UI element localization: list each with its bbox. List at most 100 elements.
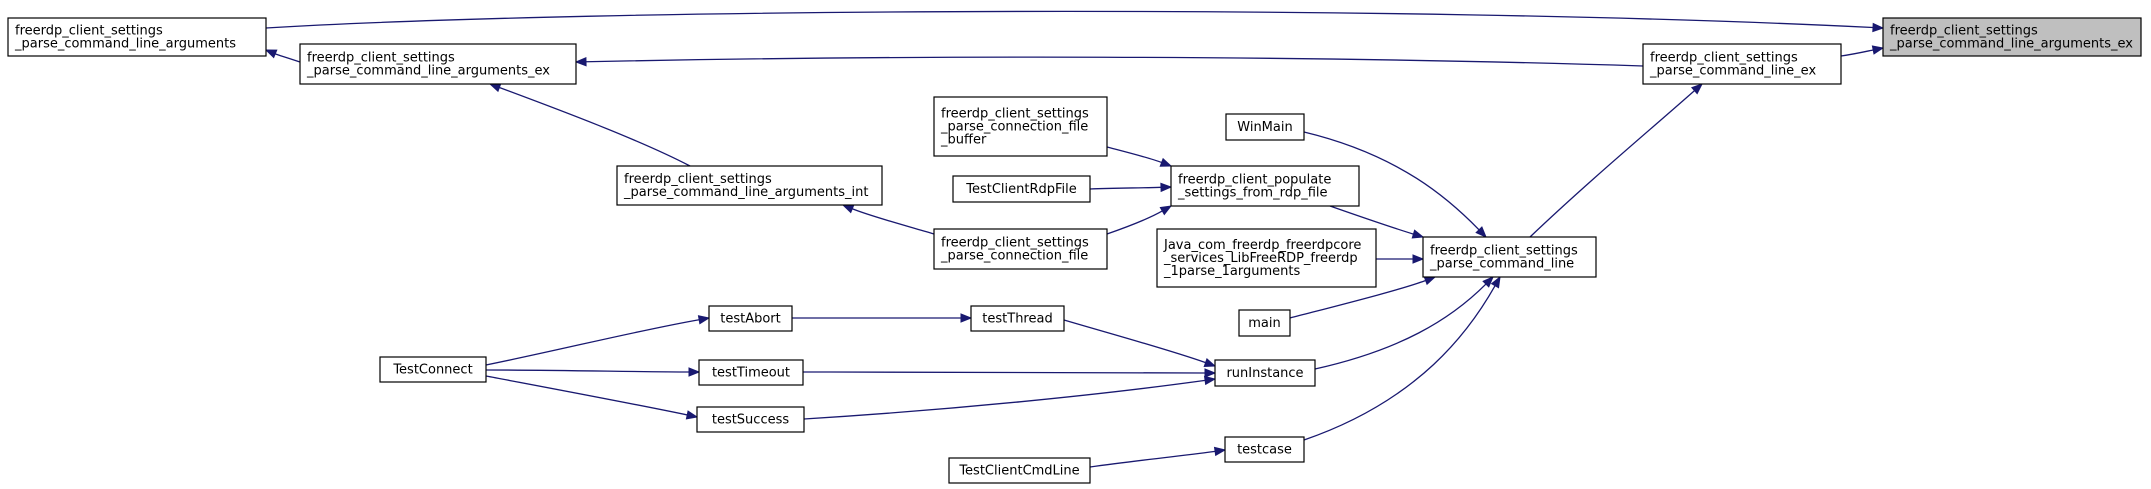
node-label-line: freerdp_client_settings (307, 51, 455, 66)
node-label-line: freerdp_client_settings (941, 107, 1089, 122)
node-box (379, 356, 487, 383)
node-box (1225, 113, 1305, 141)
node-box (1214, 359, 1316, 387)
node-testsuccess[interactable]: testSuccess (696, 406, 805, 433)
node-box (1422, 236, 1597, 278)
node-label-line: _parse_command_line_ex (1649, 64, 1816, 79)
node-target[interactable]: freerdp_client_settings_parse_command_li… (1882, 17, 2142, 57)
node-label-line: TestConnect (392, 363, 472, 378)
edge-cmdline-to-line_ex (1529, 83, 1704, 238)
edge-args-to-target (265, 10, 1885, 33)
node-winmain[interactable]: WinMain (1225, 113, 1305, 141)
node-box (708, 305, 793, 332)
node-testcmdline[interactable]: TestClientCmdLine (948, 457, 1091, 484)
edge-testconnect-to-testsuccess (485, 375, 699, 420)
node-label-line: _parse_command_line_arguments_ex (306, 64, 550, 79)
node-box (952, 175, 1091, 203)
edge-rdpfile-to-populate (1089, 182, 1173, 193)
edge-testabort-to-testthread (792, 313, 973, 323)
node-label-line: _services_LibFreeRDP_freerdp (1163, 251, 1358, 266)
node-label-line: TestClientRdpFile (965, 182, 1077, 197)
edge-testtimeout-to-runinstance (802, 368, 1217, 378)
node-label-line: freerdp_client_settings (1890, 24, 2038, 39)
node-runinstance[interactable]: runInstance (1214, 359, 1316, 387)
node-args[interactable]: freerdp_client_settings_parse_command_li… (7, 17, 267, 57)
node-box (970, 305, 1065, 332)
node-label-line: _parse_command_line_arguments_ex (1889, 37, 2133, 52)
edge-testcase-to-cmdline (1303, 275, 1501, 441)
node-label-line: freerdp_client_settings (15, 24, 163, 39)
node-label-line: testTimeout (712, 366, 790, 381)
edge-args_ex-to-args (264, 49, 301, 63)
node-label-line: freerdp_client_settings (1430, 244, 1578, 259)
node-box (1238, 309, 1291, 337)
node-label-line: main (1248, 316, 1280, 331)
node-box (1224, 436, 1305, 463)
node-label-line: _parse_command_line_arguments (14, 37, 236, 52)
node-label-line: runInstance (1226, 366, 1303, 381)
node-label-line: WinMain (1237, 120, 1292, 135)
edge-testthread-to-runinstance (1063, 319, 1217, 367)
node-box (948, 457, 1091, 484)
edge-conn_file-to-args_int (841, 204, 935, 235)
node-box (1642, 43, 1842, 85)
node-box (933, 228, 1108, 270)
node-args_int[interactable]: freerdp_client_settings_parse_command_li… (616, 165, 883, 206)
node-label-line: Java_com_freerdp_freerdpcore (1163, 238, 1361, 253)
node-label-line: freerdp_client_settings (941, 236, 1089, 251)
node-conn_file[interactable]: freerdp_client_settings_parse_connection… (933, 228, 1108, 270)
edges-layer (264, 10, 1885, 468)
node-label-line: _parse_command_line (1429, 257, 1574, 272)
nodes-layer: freerdp_client_settings_parse_command_li… (7, 17, 2142, 484)
node-testabort[interactable]: testAbort (708, 305, 793, 332)
node-line_ex[interactable]: freerdp_client_settings_parse_command_li… (1642, 43, 1842, 85)
node-testtimeout[interactable]: testTimeout (698, 359, 804, 386)
node-box (698, 359, 804, 386)
node-conn_buf[interactable]: freerdp_client_settings_parse_connection… (933, 96, 1108, 157)
node-testconnect[interactable]: TestConnect (379, 356, 487, 383)
node-box (616, 165, 883, 206)
edge-testsuccess-to-runinstance (803, 375, 1217, 420)
edge-conn_file-to-populate (1106, 205, 1173, 235)
node-label-line: _1parse_1arguments (1163, 264, 1300, 279)
node-label-line: testThread (982, 312, 1052, 327)
node-testcase[interactable]: testcase (1224, 436, 1305, 463)
edge-conn_buf-to-populate (1106, 146, 1173, 167)
node-main[interactable]: main (1238, 309, 1291, 337)
node-box (1882, 17, 2142, 57)
node-label-line: TestClientCmdLine (958, 464, 1079, 479)
node-testthread[interactable]: testThread (970, 305, 1065, 332)
node-label-line: _parse_connection_file (940, 249, 1088, 264)
node-label-line: freerdp_client_populate (1178, 173, 1331, 188)
node-box (933, 96, 1108, 157)
node-cmdline[interactable]: freerdp_client_settings_parse_command_li… (1422, 236, 1597, 278)
edge-java-to-cmdline (1376, 254, 1425, 264)
node-populate[interactable]: freerdp_client_populate_settings_from_rd… (1170, 165, 1360, 207)
edge-line_ex-to-args_ex (574, 56, 1644, 67)
node-label-line: testcase (1237, 443, 1292, 458)
node-label-line: freerdp_client_settings (1650, 51, 1798, 66)
node-label-line: _buffer (940, 133, 987, 148)
node-java[interactable]: Java_com_freerdp_freerdpcore_services_Li… (1156, 228, 1377, 288)
node-rdpfile[interactable]: TestClientRdpFile (952, 175, 1091, 203)
node-args_ex[interactable]: freerdp_client_settings_parse_command_li… (299, 43, 577, 85)
node-box (7, 17, 267, 57)
node-label-line: _settings_from_rdp_file (1177, 186, 1328, 201)
node-box (1156, 228, 1377, 288)
edge-runinstance-to-cmdline (1314, 276, 1494, 370)
node-box (299, 43, 577, 85)
edge-testconnect-to-testabort (485, 315, 711, 366)
node-label-line: _parse_command_line_arguments_int (623, 185, 868, 200)
node-label-line: testAbort (720, 312, 781, 327)
node-label-line: testSuccess (712, 413, 790, 428)
node-label-line: _parse_connection_file (940, 120, 1088, 135)
edge-winmain-to-cmdline (1303, 131, 1487, 238)
edge-populate-to-cmdline (1329, 205, 1425, 239)
edge-testcmdline-to-testcase (1089, 446, 1227, 468)
node-label-line: freerdp_client_settings (624, 172, 772, 187)
node-box (1170, 165, 1360, 207)
edge-line_ex-to-target (1840, 45, 1885, 57)
edge-testconnect-to-testtimeout (485, 367, 701, 377)
edge-args_int-to-args_ex (488, 83, 691, 167)
